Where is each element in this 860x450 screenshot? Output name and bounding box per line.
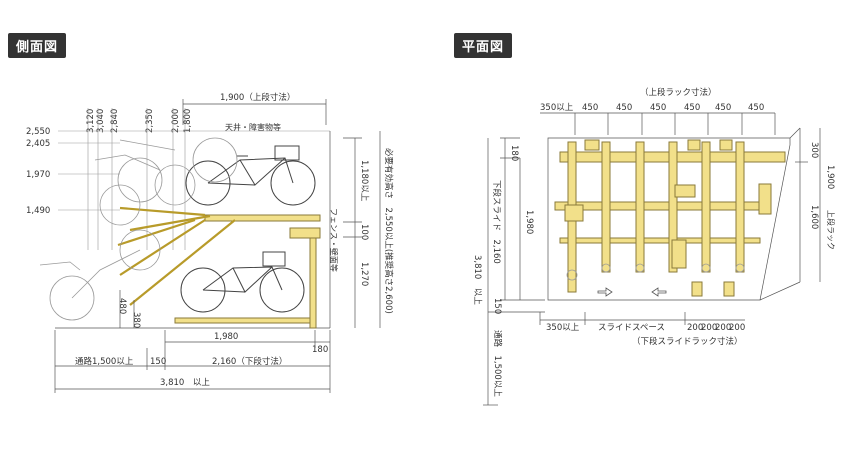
bottom-dim-200-4: 200	[729, 323, 745, 333]
side-view: 1,900（上段寸法） 3,120 3,040 2,840 2,350 2,00…	[26, 92, 394, 393]
side-view-tag: 側面図	[8, 33, 67, 58]
top-dim-450-1: 450	[582, 103, 598, 113]
top-dim-450-6: 450	[748, 103, 764, 113]
h-2840: 2,840	[110, 109, 120, 133]
h-3040: 3,040	[96, 109, 106, 133]
right-dim-1600: 1,600	[809, 205, 819, 229]
lower-slide-dim: 下段スライド 2,160	[491, 180, 502, 264]
right-dim-1180: 1,180以上	[359, 160, 369, 202]
plan-dim-1980: 1,980	[524, 210, 534, 234]
back-rail	[559, 237, 761, 244]
plan-bottom-caption: （下段スライドラック寸法）	[632, 336, 743, 347]
h-2550: 2,550	[26, 127, 50, 137]
lower-dim: 2,160（下段寸法）	[212, 356, 287, 367]
right-dim-1270: 1,270	[359, 262, 369, 286]
top-dim-450-2: 450	[616, 103, 632, 113]
bottom-dim-200-2: 200	[701, 323, 717, 333]
plan-bike-slots	[564, 139, 772, 297]
h-1970: 1,970	[26, 170, 50, 180]
plan-dim-180: 180	[509, 145, 519, 161]
dim-180: 180	[312, 345, 328, 355]
side-total: 3,810 以上	[160, 378, 210, 388]
dim-480: 480	[117, 298, 127, 314]
slide-arrow-right	[597, 287, 613, 297]
h-2350: 2,350	[145, 109, 155, 133]
h-2000: 2,000	[171, 109, 181, 133]
dim-150: 150	[150, 357, 166, 367]
dim-1980: 1,980	[214, 332, 238, 342]
ghost-bikes	[39, 137, 238, 321]
plan-view: （上段ラック寸法） 350以上 450 450 450 450 450 450	[472, 87, 836, 406]
rack-post	[309, 231, 317, 329]
plan-top-caption: （上段ラック寸法）	[640, 87, 717, 98]
ceiling-label: 天井・障害物等	[225, 122, 281, 132]
side-top-height-labels: 3,120 3,040 2,840 2,350 2,000 1,800	[86, 109, 193, 133]
upper-bike-illustration	[185, 145, 316, 206]
fence-label: フェンス・壁面等	[329, 208, 339, 272]
required-height: 必要有効高さ 2,550以上(推奨高さ2,600)	[383, 148, 394, 314]
top-dim-450-3: 450	[650, 103, 666, 113]
plan-total: 3,810 以上	[472, 255, 482, 305]
top-dim-350: 350以上	[540, 103, 574, 113]
h-2405: 2,405	[26, 139, 50, 149]
right-dim-1900: 1,900	[825, 165, 835, 189]
top-dim-450-4: 450	[684, 103, 700, 113]
dim-380: 380	[131, 312, 141, 328]
right-dim-300: 300	[809, 142, 819, 158]
h-3120: 3,120	[86, 109, 96, 133]
plan-view-tag: 平面図	[454, 33, 513, 58]
plan-aisle: 通路 1,500以上	[492, 330, 503, 397]
slide-arrow-left	[651, 287, 667, 297]
top-dim-450-5: 450	[715, 103, 731, 113]
aisle-dim: 通路1,500以上	[75, 356, 134, 367]
h-1490: 1,490	[26, 206, 50, 216]
plan-top-dims: 350以上 450 450 450 450 450 450	[540, 103, 764, 113]
bottom-dim-200-1: 200	[687, 323, 703, 333]
lower-bike-illustration	[180, 251, 305, 313]
right-dim-100: 100	[359, 224, 369, 240]
h-1800: 1,800	[183, 109, 193, 133]
slide-space-label: スライドスペース	[598, 323, 665, 333]
side-top-dim: 1,900（上段寸法）	[220, 92, 295, 103]
upper-rack-label: 上段ラック	[826, 210, 836, 250]
plan-dim-150: 150	[492, 298, 502, 314]
plan-bottom-350: 350以上	[546, 323, 580, 333]
bottom-dim-200-3: 200	[715, 323, 731, 333]
